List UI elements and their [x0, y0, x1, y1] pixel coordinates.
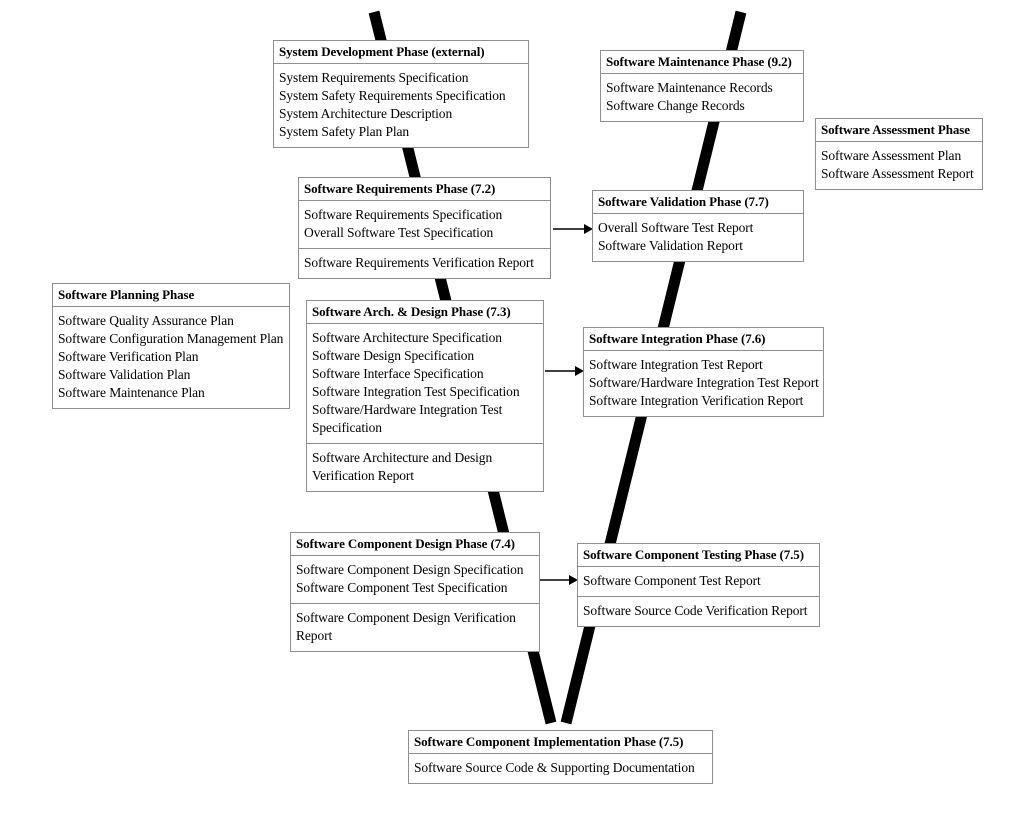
- phase-title: Software Component Implementation Phase …: [409, 731, 712, 754]
- document-item: Software Requirements Verification Repor…: [304, 255, 534, 270]
- arrow-componentdesign-to-testing: [540, 575, 578, 585]
- document-item: Software Source Code Verification Report: [583, 603, 808, 618]
- phase-verification-documents: Software Component Design Verification R…: [291, 603, 539, 651]
- phase-verification-documents: Software Requirements Verification Repor…: [299, 248, 550, 278]
- document-item: Software Design Specification: [312, 348, 475, 363]
- document-item: Software Source Code & Supporting Docume…: [414, 760, 695, 775]
- arrowhead-icon: [569, 575, 578, 585]
- document-item: Software/Hardware Integration Test Speci…: [312, 402, 503, 435]
- phase-title: Software Planning Phase: [53, 284, 289, 307]
- document-item: Software Requirements Specification: [304, 207, 503, 222]
- phase-box-software-planning: Software Planning Phase Software Quality…: [52, 283, 290, 409]
- phase-documents: Software Source Code & Supporting Docume…: [409, 754, 712, 783]
- document-item: Software Validation Plan: [58, 367, 191, 382]
- phase-title: Software Component Testing Phase (7.5): [578, 544, 819, 567]
- document-item: Software Integration Test Specification: [312, 384, 520, 399]
- document-item: Software Maintenance Plan: [58, 385, 205, 400]
- document-item: Software Component Test Report: [583, 573, 761, 588]
- phase-title: Software Validation Phase (7.7): [593, 191, 803, 214]
- phase-verification-documents: Software Source Code Verification Report: [578, 596, 819, 626]
- arrowhead-icon: [584, 224, 593, 234]
- phase-title: Software Requirements Phase (7.2): [299, 178, 550, 201]
- document-item: Software Architecture Specification: [312, 330, 502, 345]
- document-item: Software Verification Plan: [58, 349, 199, 364]
- arrowhead-icon: [575, 366, 584, 376]
- document-item: Software Assessment Report: [821, 166, 974, 181]
- phase-box-software-maintenance: Software Maintenance Phase (9.2) Softwar…: [600, 50, 804, 122]
- document-item: Software Change Records: [606, 98, 745, 113]
- document-item: System Architecture Description: [279, 106, 453, 121]
- document-item: Software Integration Test Report: [589, 357, 763, 372]
- document-item: System Requirements Specification: [279, 70, 469, 85]
- phase-box-software-integration: Software Integration Phase (7.6) Softwar…: [583, 327, 824, 417]
- document-item: System Safety Requirements Specification: [279, 88, 506, 103]
- arrow-archdesign-to-integration: [545, 366, 584, 376]
- document-item: Software Integration Verification Report: [589, 393, 804, 408]
- phase-box-software-requirements: Software Requirements Phase (7.2) Softwa…: [298, 177, 551, 279]
- phase-box-software-component-testing: Software Component Testing Phase (7.5) S…: [577, 543, 820, 627]
- document-item: Software Quality Assurance Plan: [58, 313, 234, 328]
- document-item: Overall Software Test Report: [598, 220, 754, 235]
- document-item: Software/Hardware Integration Test Repor…: [589, 375, 819, 390]
- document-item: Software Assessment Plan: [821, 148, 962, 163]
- phase-title: System Development Phase (external): [274, 41, 528, 64]
- document-item: Software Component Test Specification: [296, 580, 508, 595]
- phase-box-software-component-design: Software Component Design Phase (7.4) So…: [290, 532, 540, 652]
- phase-verification-documents: Software Architecture and Design Verific…: [307, 443, 543, 491]
- document-item: Software Architecture and Design Verific…: [312, 450, 493, 483]
- phase-box-system-development: System Development Phase (external) Syst…: [273, 40, 529, 148]
- document-item: Software Interface Specification: [312, 366, 484, 381]
- document-item: System Safety Plan Plan: [279, 124, 410, 139]
- phase-documents: Software Component Test Report: [578, 567, 819, 596]
- document-item: Software Configuration Management Plan: [58, 331, 284, 346]
- phase-box-software-validation: Software Validation Phase (7.7) Overall …: [592, 190, 804, 262]
- phase-title: Software Assessment Phase: [816, 119, 982, 142]
- document-item: Software Component Design Verification R…: [296, 610, 516, 643]
- phase-title: Software Maintenance Phase (9.2): [601, 51, 803, 74]
- phase-box-software-component-implementation: Software Component Implementation Phase …: [408, 730, 713, 784]
- phase-title: Software Integration Phase (7.6): [584, 328, 823, 351]
- arrow-requirements-to-validation: [553, 224, 593, 234]
- phase-title: Software Component Design Phase (7.4): [291, 533, 539, 556]
- phase-box-software-arch-design: Software Arch. & Design Phase (7.3) Soft…: [306, 300, 544, 492]
- document-item: Software Component Design Specification: [296, 562, 524, 577]
- document-item: Overall Software Test Specification: [304, 225, 494, 240]
- phase-title: Software Arch. & Design Phase (7.3): [307, 301, 543, 324]
- document-item: Software Maintenance Records: [606, 80, 773, 95]
- phase-box-software-assessment: Software Assessment Phase Software Asses…: [815, 118, 983, 190]
- document-item: Software Validation Report: [598, 238, 743, 253]
